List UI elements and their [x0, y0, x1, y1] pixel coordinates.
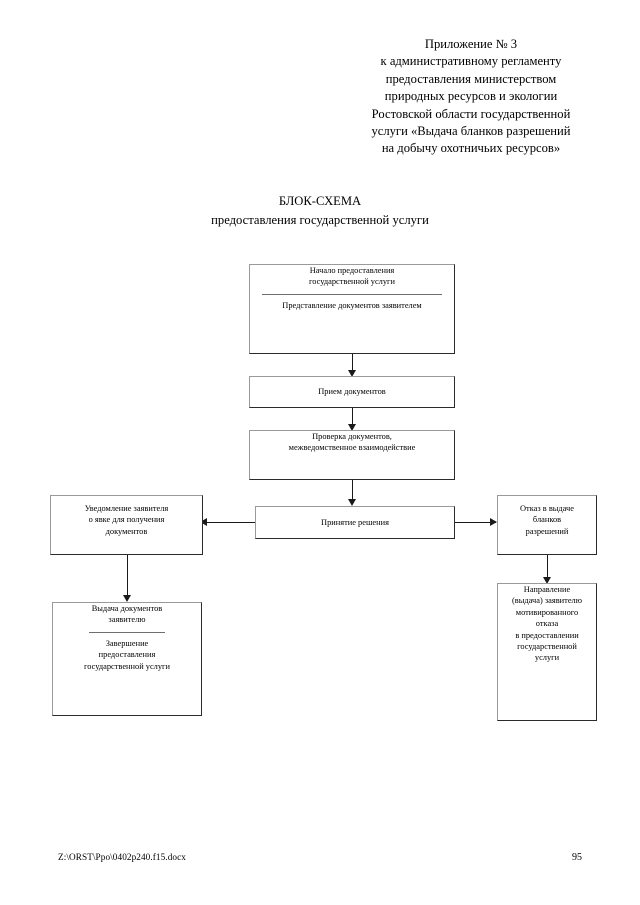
flow-node-decision-line-1: Принятие решения	[321, 518, 389, 527]
flow-node-send-line-1: Направление	[523, 585, 571, 594]
flow-node-send-line-6: государственной	[517, 642, 577, 652]
arrowhead-receive-to-check	[348, 424, 356, 431]
connector-receive-to-check	[352, 408, 353, 426]
arrowhead-decision-to-notify	[200, 518, 207, 526]
flow-node-notify-line-2: о явке для получения	[88, 515, 165, 525]
flow-node-start-line-1: Начало предоставления	[309, 266, 395, 275]
footer-page-number: 95	[572, 852, 582, 863]
flow-node-start: Начало предоставления государственной ус…	[249, 264, 455, 354]
page-title-line-1: БЛОК-СХЕМА	[278, 194, 362, 208]
header-line-6: услуги «Выдача бланков разрешений	[371, 124, 571, 139]
flow-node-notify-applicant: Уведомление заявителя о явке для получен…	[50, 495, 203, 555]
flow-node-start-divider	[262, 293, 442, 295]
flow-node-notify-line-1: Уведомление заявителя	[84, 504, 169, 513]
arrowhead-refusal-to-send	[543, 577, 551, 584]
page-title-line-2: предоставления государственной услуги	[211, 213, 429, 227]
flow-node-issue-line-1: Выдача документов	[91, 604, 163, 613]
arrowhead-decision-to-refusal	[490, 518, 497, 526]
arrowhead-notify-to-issue	[123, 595, 131, 602]
header-line-2: к административному регламенту	[380, 54, 562, 69]
header-line-3: предоставления министерством	[385, 71, 557, 86]
connector-decision-to-notify	[207, 522, 255, 523]
flow-node-send-motivated-refusal: Направление (выдача) заявителю мотивиров…	[497, 583, 597, 721]
arrowhead-start-to-receive	[348, 370, 356, 377]
flow-node-receive-documents: Прием документов	[249, 376, 455, 408]
flow-node-refusal: Отказ в выдаче бланков разрешений	[497, 495, 597, 555]
flow-node-receive-line-1: Прием документов	[318, 387, 386, 396]
flow-node-send-line-5: в предоставлении	[515, 630, 579, 640]
header-line-4: природных ресурсов и экологии	[384, 89, 558, 104]
connector-refusal-to-send	[547, 555, 548, 581]
flow-node-decision: Принятие решения	[255, 506, 455, 539]
flow-node-issue-divider	[88, 631, 166, 633]
page-title: БЛОК-СХЕМА предоставления государственно…	[0, 192, 640, 230]
flow-node-start-line-2: государственной услуги	[309, 277, 395, 287]
flow-node-send-line-4: отказа	[535, 619, 559, 629]
flow-node-refusal-line-3: разрешений	[525, 526, 569, 536]
arrowhead-check-to-decision	[348, 499, 356, 506]
flow-node-issue-documents: Выдача документов заявителю Завершение п…	[52, 602, 202, 716]
flow-node-refusal-line-1: Отказ в выдаче	[520, 504, 574, 513]
flow-node-send-line-3: мотивированного	[515, 607, 579, 617]
flow-node-notify-line-3: документов	[105, 526, 148, 536]
flow-node-start-line-3: Представление документов заявителем	[282, 300, 422, 310]
flow-node-issue-line-3: Завершение	[105, 638, 149, 648]
flow-node-check-line-2: межведомственное взаимодействие	[288, 443, 416, 453]
header-line-5: Ростовской области государственной	[371, 106, 571, 121]
flow-node-issue-line-4: предоставления	[98, 650, 156, 660]
footer-file-path: Z:\ORST\Ppo\0402p240.f15.docx	[58, 852, 186, 862]
flow-node-refusal-line-2: бланков	[532, 515, 562, 525]
connector-check-to-decision	[352, 480, 353, 501]
flow-node-issue-line-2: заявителю	[108, 615, 146, 625]
appendix-reference-header: Приложение № 3 к административному регла…	[330, 36, 612, 158]
flow-node-issue-line-5: государственной услуги	[84, 661, 170, 671]
connector-decision-to-refusal	[455, 522, 496, 523]
flow-node-send-line-2: (выдача) заявителю	[512, 596, 582, 606]
flow-node-check-documents: Проверка документов, межведомственное вз…	[249, 430, 455, 480]
connector-notify-to-issue	[127, 555, 128, 599]
connector-start-to-receive	[352, 354, 353, 372]
header-line-1: Приложение № 3	[424, 37, 518, 51]
flow-node-check-line-1: Проверка документов,	[312, 432, 392, 441]
flow-node-send-line-7: услуги	[534, 653, 560, 663]
header-line-7: на добычу охотничьих ресурсов»	[381, 141, 561, 156]
